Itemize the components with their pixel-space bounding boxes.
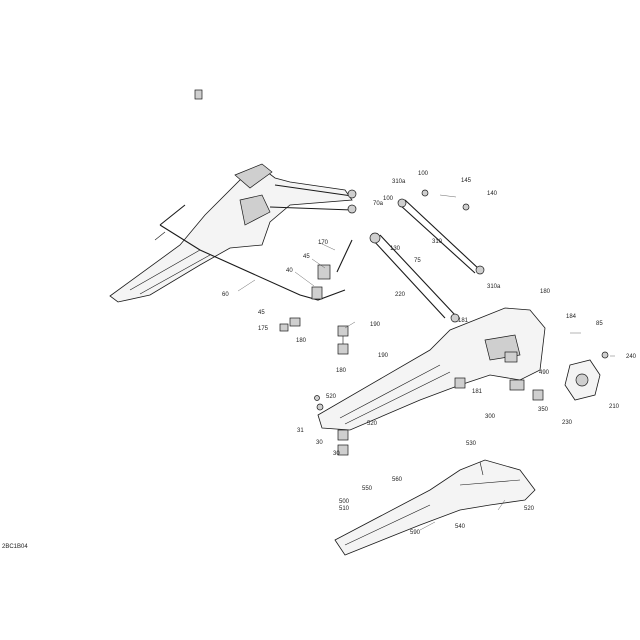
callout-240: 240 [626,354,637,360]
skid-plate [334,459,536,556]
upper-trailing-arm-assembly [109,163,357,303]
callout-180c: 180 [336,368,347,374]
diagram-code: 2BC1B04 [2,544,28,550]
callout-75: 75 [414,258,421,264]
bushings-30 [314,395,349,456]
callout-60: 60 [222,292,229,298]
callout-530: 530 [466,441,477,447]
callout-510: 510 [339,506,350,512]
callout-170: 170 [318,240,329,246]
callout-30a: 30 [316,440,323,446]
callout-520b: 520 [367,421,378,427]
callout-181b: 181 [472,389,483,395]
callout-490: 490 [539,370,550,376]
knuckle-210 [564,351,609,401]
callout-190b: 190 [378,353,389,359]
lower-trailing-arm [317,307,546,431]
callout-350: 350 [538,407,549,413]
callout-30b: 30 [333,451,340,457]
callout-310a: 310a [392,179,406,185]
callout-31: 31 [297,428,304,434]
callout-45b: 45 [258,310,265,316]
fastener-clip-top [194,89,203,100]
sway-bar [154,204,346,301]
callout-labels: 40 45 45 60 170 175 180 180 180 181 181 … [2,171,637,550]
callout-220: 220 [395,292,406,298]
callout-520a: 520 [326,394,337,400]
callout-500: 500 [339,499,350,505]
callout-130: 130 [390,246,401,252]
callout-180b: 180 [540,289,551,295]
callout-310b: 310a [487,284,501,290]
callout-145: 145 [461,178,472,184]
callout-300: 300 [485,414,496,420]
callout-181a: 181 [458,318,469,324]
callout-540: 540 [455,524,466,530]
callout-45a: 45 [303,254,310,260]
callout-310: 310 [432,239,443,245]
callout-140: 140 [487,191,498,197]
callout-100a: 100 [418,171,429,177]
leader-lines [237,194,615,531]
callout-40: 40 [286,268,293,274]
callout-210: 210 [609,404,620,410]
bolt-170 [336,239,353,273]
callout-590: 590 [410,530,421,536]
callout-190a: 190 [370,322,381,328]
callout-184: 184 [566,314,577,320]
callout-175: 175 [258,326,269,332]
callout-85: 85 [596,321,603,327]
callout-180a: 180 [296,338,307,344]
end-links-left [279,317,349,355]
callout-70: 70a [373,201,384,207]
callout-560: 560 [392,477,403,483]
callout-550: 550 [362,486,373,492]
callout-520c: 520 [524,506,535,512]
upper-links [369,189,485,323]
callout-100b: 100 [383,196,394,202]
callout-230: 230 [562,420,573,426]
